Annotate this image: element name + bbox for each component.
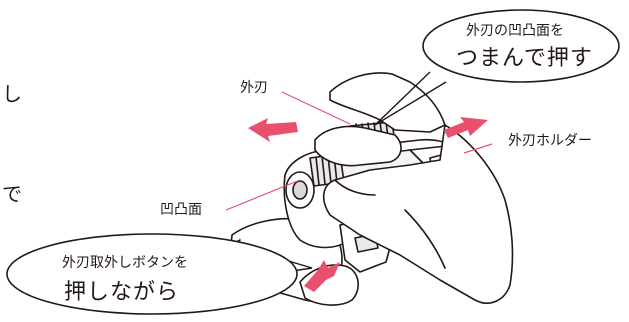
leader-outer-blade	[281, 91, 351, 125]
arrows	[248, 117, 488, 292]
arrow-left-icon	[248, 118, 298, 142]
label-outer-blade: 外刃	[240, 80, 268, 96]
top-bubble-shape	[422, 9, 620, 83]
leader-lines	[225, 91, 493, 211]
arrow-up-icon	[304, 260, 340, 292]
leader-uneven-surface	[225, 179, 301, 211]
arrow-right-icon	[444, 117, 488, 138]
right-hand	[314, 72, 514, 304]
bottom-bubble-shape	[6, 233, 298, 315]
text-fragment-1: し	[2, 82, 22, 106]
label-uneven-surface: 凹凸面	[160, 202, 202, 218]
top-bubble-line2: つまんで押す	[456, 46, 593, 71]
text-fragment-2: で	[2, 182, 22, 206]
bottom-bubble-line1: 外刃取外しボタンを	[62, 255, 188, 271]
bottom-bubble-line2: 押しながら	[64, 280, 180, 305]
leader-holder	[463, 143, 493, 154]
top-bubble-line1: 外刃の凹凸面を	[466, 23, 564, 39]
label-outer-blade-holder: 外刃ホルダー	[508, 133, 592, 149]
